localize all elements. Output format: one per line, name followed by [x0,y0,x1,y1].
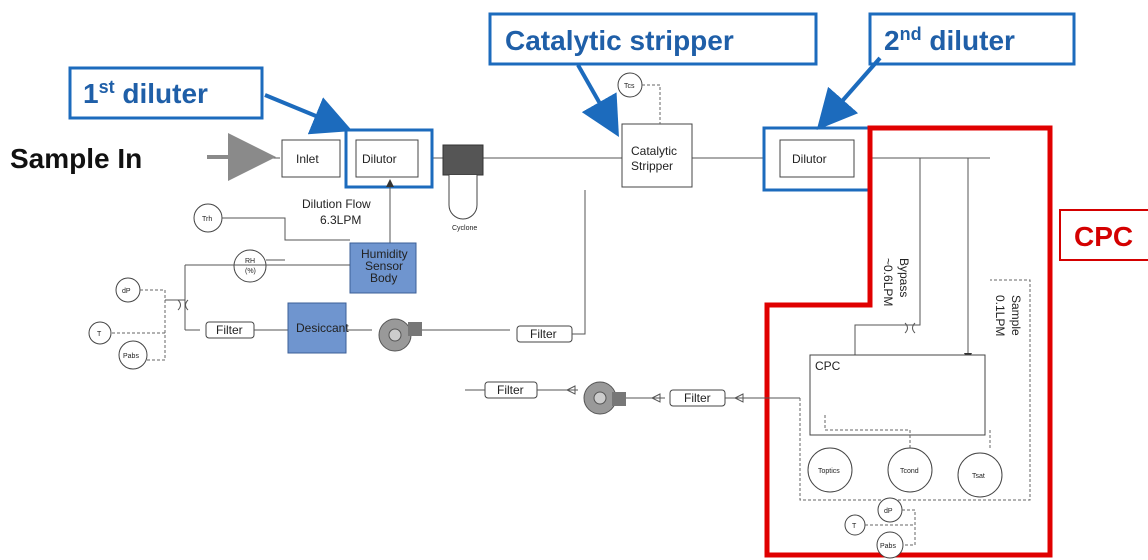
tcond-label: Tcond [900,468,919,475]
dp-label-left: dP [122,288,131,295]
first-diluter-text: 1st diluter [83,77,208,109]
cpc-callout-text: CPC [1074,221,1133,252]
rh-label-2: (%) [245,268,256,275]
desiccant-label: Desiccant [296,321,349,335]
rh-label-1: RH [245,258,255,265]
filter-2-label: Filter [530,327,557,341]
humidity-label-1: Humidity [361,247,408,261]
sample-flow-label-2: 0.1LPM [993,295,1007,336]
cyclone-head [442,144,484,176]
tcond-sensor [887,447,933,493]
bypass-label-1: Bypass [897,258,911,297]
cpc-inner-label: CPC [815,359,841,373]
pabs-label-cpc: Pabs [880,543,896,550]
desiccant-box [287,302,347,354]
dp-label-cpc: dP [884,508,893,515]
first-diluter-callout [68,66,264,120]
cpc-inner-box [809,354,986,436]
cyclone-label: Cyclone [452,225,477,232]
dilution-flow-label-1: Dilution Flow [302,197,371,211]
filter-3-label: Filter [497,383,524,397]
bypass-label-2: ~0.6LPM [881,258,895,306]
dilutor-2-label: Dilutor [792,152,827,166]
catalytic-stripper-arrow [576,64,619,137]
dilution-flow-label-2: 6.3LPM [320,213,361,227]
catalytic-stripper-box [621,123,693,188]
inlet-label: Inlet [296,152,319,166]
pabs-sensor-cpc [876,531,904,559]
catalytic-stripper-callout-text: Catalytic stripper [505,25,734,56]
second-diluter-arrow [816,56,882,131]
t-label-left: T [97,331,102,338]
cyclone-body [448,175,478,220]
filter-4-label: Filter [684,391,711,405]
toptics-sensor [807,447,853,493]
catalytic-stripper-label-2: Stripper [631,159,673,173]
t-label-cpc: T [852,523,857,530]
pabs-sensor-left [118,340,148,370]
humidity-sensor-body [349,242,417,294]
cpc-highlight [764,125,1053,558]
pabs-label-left: Pabs [123,353,139,360]
t-sensor-left [88,321,112,345]
rh-sensor [233,249,267,283]
cpc-callout [1059,209,1148,261]
second-diluter-text: 2nd diluter [884,24,1015,56]
sample-in-label: Sample In [10,143,142,174]
second-diluter-callout [868,12,1076,66]
dilutor-2-box [779,139,855,178]
toptics-label: Toptics [818,468,840,475]
inlet-box [281,139,341,178]
tsat-sensor [957,452,1003,498]
tsat-label: Tsat [972,473,985,480]
catalytic-stripper-callout [488,12,818,66]
tcs-label: Tcs [624,83,635,90]
catalytic-stripper-label-1: Catalytic [631,144,677,158]
first-diluter-arrow [264,93,353,135]
dilutor-1-box [355,139,419,178]
humidity-label-3: Body [370,271,397,285]
filter-1-label: Filter [216,323,243,337]
trh-label: Trh [202,216,212,223]
humidity-label-2: Sensor [365,259,403,273]
sample-flow-label-1: Sample [1009,295,1023,336]
dilutor-1-label: Dilutor [362,152,397,166]
